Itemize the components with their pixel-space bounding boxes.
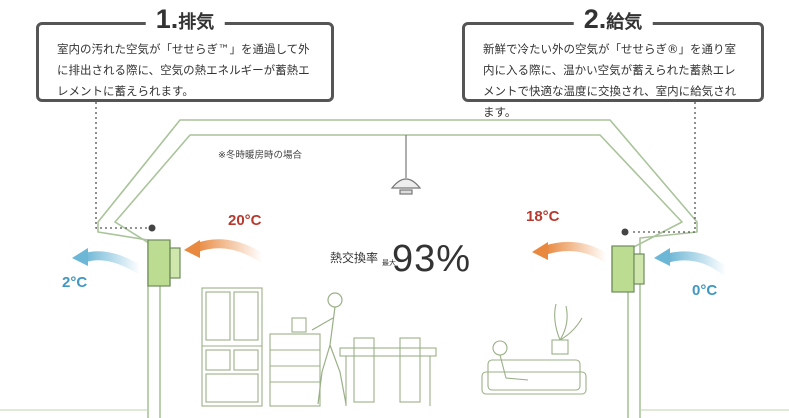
exhaust-title: 排気: [178, 12, 215, 33]
leader-lines: [95, 102, 696, 233]
supply-heading: 2.給気: [573, 6, 653, 35]
cupboard-illustration: [201, 287, 263, 407]
left-sensor-dot: [148, 224, 156, 232]
plant-illustration: [551, 303, 583, 355]
supply-title: 給気: [606, 12, 643, 33]
max-note: 最大: [382, 259, 397, 267]
supply-number: 2.: [583, 4, 607, 34]
supply-callout: 2.給気 新鮮で冷たい外の空気が「せせらぎ®」を通り室内に入る際に、温かい空気が…: [462, 6, 764, 119]
heat-exchange-value: 93%: [392, 238, 472, 280]
heat-exchange-label: 熱交換率: [330, 251, 379, 265]
supply-description: 新鮮で冷たい外の空気が「せせらぎ®」を通り室内に入る際に、温かい空気が蓄えられた…: [483, 42, 737, 119]
right-indoor-temp: 18°C: [526, 208, 560, 225]
right-vent-unit: [611, 245, 645, 293]
left-vent-unit: [147, 239, 181, 287]
left-outdoor-temp: 2°C: [62, 274, 88, 291]
right-warm-arrow: [532, 241, 611, 263]
left-indoor-temp: 20°C: [228, 212, 262, 229]
exhaust-heading: 1.排気: [145, 6, 225, 35]
right-outdoor-temp: 0°C: [692, 282, 718, 299]
right-sensor-dot: [621, 228, 629, 236]
exhaust-callout: 1.排気 室内の汚れた空気が「せせらぎ™」を通過して外に排出される際に、空気の熱…: [36, 6, 334, 102]
left-cold-arrow: [72, 248, 145, 275]
exhaust-number: 1.: [155, 4, 179, 34]
exhaust-description: 室内の汚れた空気が「せせらぎ™」を通過して外に排出される際に、空気の熱エネルギー…: [57, 42, 310, 98]
dining-table-illustration: [339, 337, 437, 406]
person-standing-illustration: [311, 292, 347, 405]
right-cold-arrow: [654, 248, 731, 277]
winter-heating-note: ※冬時暖房時の場合: [218, 150, 302, 161]
sofa-illustration: [481, 340, 587, 395]
drawer-chest-illustration: [269, 317, 321, 407]
left-warm-arrow: [184, 239, 267, 263]
ceiling-lamp: [390, 135, 422, 195]
heat-exchange-rate: 熱交換率最大93%: [330, 238, 471, 281]
